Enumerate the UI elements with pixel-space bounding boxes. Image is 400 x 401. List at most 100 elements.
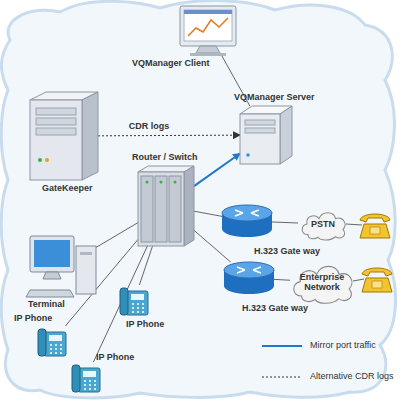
phone-wire [346,224,362,225]
tower-side [82,92,98,180]
rack-front [138,172,184,246]
screen-chart [188,18,228,36]
mirror-port-arrow [194,153,240,186]
pstn-node: PSTN [298,208,348,240]
network-link [93,246,147,362]
gateway-bottom [224,278,274,294]
ip-phone [72,365,100,392]
ip-phone-node: IP Phone [36,326,68,358]
enterprise-node: Enterprise Network [290,262,354,302]
ip-phone-screen [131,294,144,300]
network-link [139,246,152,285]
tower-bay [36,108,76,115]
terminal-stand [43,272,61,279]
rack-card [141,176,153,242]
rack-card [155,176,167,242]
rack-led [146,181,149,184]
tower-led [38,158,42,162]
device-label: VQManager Server [234,92,315,103]
edge-label: CDR logs [129,121,170,132]
gateway-node: H.323 Gate way [222,205,272,237]
server-drive [245,120,275,125]
device-label: VQManager Client [132,58,210,69]
device-label: GateKeeper [42,183,93,194]
ip-phone [38,329,66,356]
client-monitor [180,6,236,56]
terminal-screen [34,240,70,267]
legend-text: Mirror port traffic [310,340,376,351]
ip-phone-keys [84,381,96,389]
gateway-bottom [222,221,272,237]
tower-bay [36,128,76,135]
server-side [280,106,292,164]
network-link [65,239,138,326]
network-link [194,230,231,262]
network-link [272,222,298,223]
screen-bar [184,10,232,14]
client-node: VQManager Client [178,6,238,56]
device-label: IP Phone [126,319,164,330]
network-link [194,211,222,216]
monitor-stand [196,46,220,53]
terminal-node: Terminal [30,236,96,298]
cloud-label: Enterprise Network [290,262,354,302]
ip-phone-body [126,291,148,315]
ip-phone-node: IP Phone [118,285,150,317]
phone-base [360,224,390,238]
phone-dial [370,227,380,234]
router-rack [138,166,194,246]
ip-phone-screen [83,371,96,377]
cdr-log-arrow [98,135,240,137]
device-label: Router / Switch [132,152,198,163]
ip-phone-handset [38,329,46,356]
ip-phone-keys [132,304,144,312]
gateway-router [222,205,272,237]
tower-front [30,100,82,180]
ip-phone-handset [72,365,80,392]
gateway-node: H.323 Gate way [224,262,274,294]
network-link [274,279,290,281]
terminal-keyboard [26,290,74,297]
server-front [240,114,280,164]
phone-dial [372,281,382,288]
rack-led [160,181,163,184]
device-label: IP Phone [96,352,134,363]
phone-wire [353,279,364,281]
ip-phone-node: IP Phone [70,362,102,394]
legend-dashed-sample [262,377,302,378]
monitor-screen [184,10,232,41]
gatekeeper-tower [30,92,98,180]
ip-phone-screen [49,335,62,341]
rack-side [184,166,194,246]
phone-base [362,278,392,292]
ip-phone-body [44,332,66,356]
phone-handset [360,214,390,222]
rack-led [174,181,177,184]
network-link [96,223,138,248]
ip-phone-handset [120,288,128,315]
terminal-monitor [30,236,74,272]
device-label: IP Phone [14,313,52,324]
legend-text: Alternative CDR logs [310,371,394,382]
cloud-label: PSTN [298,208,348,240]
legend-blue-sample [262,345,302,347]
network-cloud [1,1,395,398]
terminal-computer [26,236,96,297]
device-label: H.323 Gate way [254,246,320,257]
rack-card [169,176,181,242]
phone-handset [362,268,392,276]
enterprise-phone [362,268,392,292]
gateway-top [224,262,274,278]
gateway-arrows [237,267,261,273]
tower-bay [36,118,76,125]
ip-phone-keys [50,345,62,353]
gateway-top [222,205,272,221]
gatekeeper-node: GateKeeper [30,92,98,180]
server-node: VQManager Server [240,106,292,164]
server-led [246,153,250,157]
monitor-frame [180,6,236,46]
ip-phone [120,288,148,315]
device-label: H.323 Gate way [242,303,308,314]
